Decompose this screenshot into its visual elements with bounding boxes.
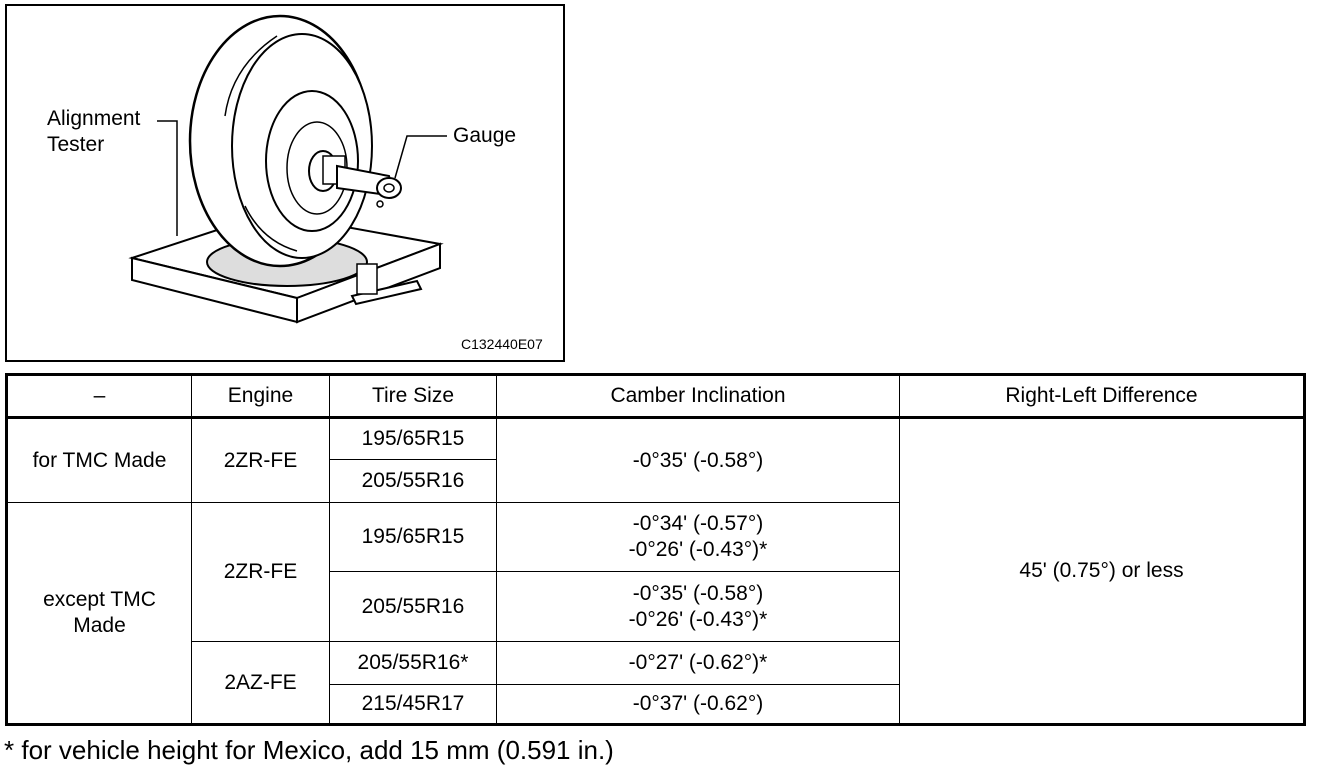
gauge-label: Gauge <box>453 124 517 147</box>
tire-size-cell: 205/55R16 <box>329 571 497 642</box>
header-camber-inclination: Camber Inclination <box>496 374 900 419</box>
header-right-left-difference: Right-Left Difference <box>899 374 1305 419</box>
header-tire-size: Tire Size <box>329 374 497 419</box>
camber-cell: -0°27' (-0.62°)* <box>496 641 900 685</box>
engine-cell: 2AZ-FE <box>191 641 330 725</box>
camber-cell: -0°37' (-0.62°) <box>496 684 900 725</box>
camber-spec-table: – Engine Tire Size Camber Inclination Ri… <box>5 373 1306 726</box>
tire-size-cell: 215/45R17 <box>329 684 497 725</box>
camber-cell: -0°34' (-0.57°) -0°26' (-0.43°)* <box>496 502 900 572</box>
engine-cell: 2ZR-FE <box>191 417 330 503</box>
table-row: except TMC Made 2ZR-FE 195/65R15 -0°34' … <box>6 502 1305 725</box>
right-left-difference-cell: 45' (0.75°) or less <box>899 417 1305 725</box>
table-row: 215/45R17 -0°37' (-0.62°) <box>7 684 1305 725</box>
alignment-figure: Alignment Tester Gauge C132440E07 <box>5 4 565 362</box>
camber-cell: -0°35' (-0.58°) -0°26' (-0.43°)* <box>496 571 900 642</box>
header-engine: Engine <box>191 374 330 419</box>
tire-size-cell: 205/55R16* <box>329 641 497 685</box>
alignment-tester-label: Alignment Tester <box>47 107 141 156</box>
table-row: 205/55R16 -0°35' (-0.58°) -0°26' (-0.43°… <box>7 571 1305 642</box>
table-row: for TMC Made 2ZR-FE 195/65R15 -0°35' (-0… <box>6 417 1305 725</box>
tire-size-cell: 195/65R15 <box>329 502 497 572</box>
tire-size-cell: 205/55R16 <box>329 459 497 503</box>
market-cell: for TMC Made <box>6 417 192 503</box>
engine-cell: 2ZR-FE <box>191 502 330 642</box>
tire-size-cell: 195/65R15 <box>329 417 497 460</box>
footnote: * for vehicle height for Mexico, add 15 … <box>4 735 614 765</box>
header-row: – Engine Tire Size Camber Inclination Ri… <box>6 374 1305 419</box>
figure-code: C132440E07 <box>461 336 543 352</box>
market-cell: except TMC Made <box>6 502 192 725</box>
table-row: 205/55R16 <box>7 459 1305 503</box>
header-market: – <box>6 374 192 419</box>
camber-cell: -0°35' (-0.58°) <box>496 417 900 503</box>
alignment-tester-illustration <box>128 14 447 324</box>
